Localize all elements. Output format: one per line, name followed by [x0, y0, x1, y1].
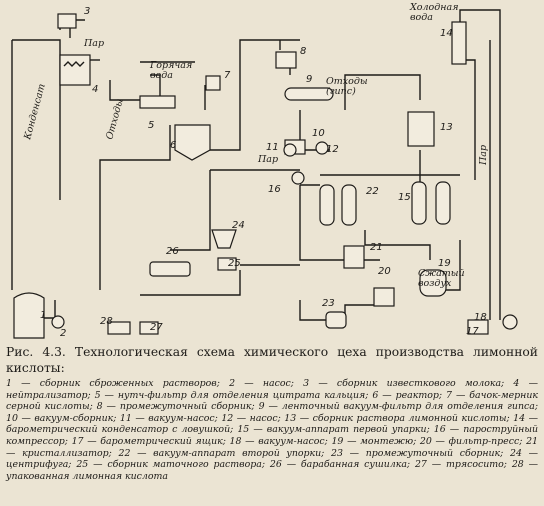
label-waste-gypsum-1: Отходы — [326, 76, 368, 87]
collector-13 — [407, 111, 435, 147]
caption-title: Рис. 4.3. Технологическая схема химическ… — [6, 345, 538, 375]
measuring-tank-7 — [205, 75, 221, 91]
num-4: 4 — [92, 84, 98, 95]
process-flow-diagram: 1 2 3 4 5 6 7 8 9 10 11 12 13 14 15 16 1… — [11, 2, 518, 339]
neutralizer-4 — [59, 54, 91, 86]
num-2: 2 — [60, 328, 66, 339]
num-1: 1 — [40, 310, 46, 321]
label-waste-gypsum-2: (гипс) — [326, 86, 356, 97]
label-cold-water-2: вода — [410, 12, 433, 23]
reactor-6 — [174, 124, 211, 161]
collector-23 — [325, 311, 347, 329]
caption-legend: 1 — сборник сброженных растворов; 2 — на… — [6, 378, 538, 482]
num-6: 6 — [170, 140, 176, 151]
filter-press-20 — [373, 287, 395, 307]
num-17: 17 — [466, 326, 479, 337]
label-steam-1: Пар — [83, 38, 104, 49]
figure-caption: Рис. 4.3. Технологическая схема химическ… — [6, 344, 538, 482]
num-3: 3 — [84, 6, 90, 17]
label-waste: Отходы — [104, 97, 125, 140]
num-21: 21 — [370, 242, 383, 253]
num-18: 18 — [474, 312, 487, 323]
vacuum-apparatus-22a — [319, 184, 335, 226]
vacuum-apparatus-22b — [341, 184, 357, 226]
num-27: 27 — [150, 322, 163, 333]
num-25: 25 — [228, 258, 241, 269]
pump-12 — [315, 141, 329, 155]
barometric-box-17 — [467, 319, 489, 335]
collector-8 — [275, 51, 297, 69]
num-23: 23 — [322, 298, 335, 309]
vacuum-pump-18 — [502, 314, 518, 330]
num-13: 13 — [440, 122, 453, 133]
num-10: 10 — [312, 128, 325, 139]
collector-1 — [13, 292, 45, 339]
label-hot-water-1: Горячая — [149, 60, 192, 71]
condenser-14 — [451, 21, 467, 65]
crystallizer-21 — [343, 245, 365, 269]
num-8: 8 — [300, 46, 306, 57]
drum-dryer-26 — [149, 261, 191, 277]
pump-2 — [51, 315, 65, 329]
num-9: 9 — [306, 74, 312, 85]
num-19: 19 — [438, 258, 451, 269]
num-22: 22 — [366, 186, 379, 197]
num-20: 20 — [378, 266, 391, 277]
label-steam-2: Пар — [257, 154, 278, 165]
equipment-numbers: 1 2 3 4 5 6 7 8 9 10 11 12 13 14 15 16 1… — [40, 6, 487, 339]
vacuum-apparatus-15b — [435, 181, 451, 225]
num-26: 26 — [166, 246, 179, 257]
label-compressed-air-1: Сжатый — [418, 268, 465, 279]
vacuum-apparatus-15a — [411, 181, 427, 225]
centrifuge-24 — [211, 229, 237, 249]
num-7: 7 — [224, 70, 231, 81]
label-hot-water-2: вода — [150, 70, 173, 81]
compressor-16 — [291, 171, 305, 185]
tank-3 — [57, 13, 77, 29]
num-16: 16 — [268, 184, 281, 195]
flow-labels: Пар Горячая вода Холодная вода Пар Пар К… — [22, 2, 489, 289]
nutch-filter-5 — [139, 95, 176, 109]
label-compressed-air-2: воздух — [418, 278, 452, 289]
equipment — [13, 13, 518, 339]
label-steam-3: Пар — [478, 145, 489, 166]
sieve-27 — [139, 321, 159, 335]
label-cold-water-1: Холодная — [409, 2, 458, 13]
vacuum-pump-11 — [283, 143, 297, 157]
num-11: 11 — [266, 142, 279, 153]
num-12: 12 — [326, 144, 339, 155]
num-15: 15 — [398, 192, 411, 203]
collector-25 — [217, 257, 237, 271]
belt-filter-9 — [284, 87, 334, 101]
montejus-19 — [419, 269, 447, 297]
num-5: 5 — [148, 120, 154, 131]
label-condensate: Конденсат — [22, 83, 48, 142]
packed-acid-28 — [107, 321, 131, 335]
num-24: 24 — [232, 220, 245, 231]
num-28: 28 — [100, 316, 113, 327]
num-14: 14 — [440, 28, 453, 39]
